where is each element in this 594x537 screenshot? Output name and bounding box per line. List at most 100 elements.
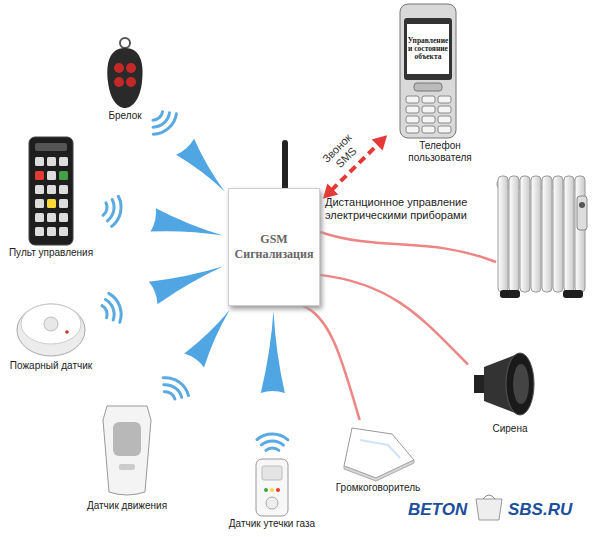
speaker-icon bbox=[330, 420, 426, 482]
remote-icon-part bbox=[59, 185, 68, 194]
phone-icon-part bbox=[438, 116, 451, 123]
fob-icon-part bbox=[126, 63, 136, 73]
remote-icon-part bbox=[59, 199, 68, 208]
fob-icon-part bbox=[114, 63, 124, 73]
radiator-part bbox=[531, 176, 541, 292]
wired-link bbox=[303, 306, 359, 420]
signal-arrow bbox=[151, 208, 224, 235]
wire bbox=[303, 306, 359, 420]
device-label: Сирена bbox=[468, 423, 552, 435]
radio-wave bbox=[164, 392, 175, 399]
loudspeaker: Громкоговоритель bbox=[328, 420, 428, 494]
smoke-icon-part bbox=[44, 317, 58, 331]
device-picture bbox=[96, 36, 154, 110]
remote-icon-part bbox=[35, 143, 67, 151]
gas-icon-part bbox=[266, 497, 278, 509]
phone-icon-part bbox=[404, 18, 452, 80]
smoke-detector: Пожарный датчик bbox=[3, 292, 99, 372]
wire-caption: Дистанционное управление электрическими … bbox=[325, 196, 505, 222]
fob-icon-part bbox=[107, 48, 142, 108]
gsm-alarm-unit: GSM Сигнализация bbox=[228, 188, 320, 306]
speaker-icon-part bbox=[344, 460, 414, 481]
remote-icon-part bbox=[47, 199, 56, 208]
phone-icon-part bbox=[422, 116, 435, 123]
watermark-bag-part bbox=[483, 495, 495, 499]
siren: Сирена bbox=[468, 345, 552, 435]
motion-detector: Датчик движения bbox=[77, 400, 177, 512]
phone-icon-part bbox=[438, 96, 451, 103]
screen-text: Управление и состояние объекта bbox=[407, 25, 449, 73]
remote-icon-part bbox=[35, 157, 44, 166]
signal-arrow bbox=[176, 139, 225, 192]
radiator-part bbox=[563, 290, 583, 298]
signal-arrow bbox=[184, 310, 229, 367]
phone-icon-part bbox=[438, 106, 451, 113]
radio-wave bbox=[261, 441, 283, 445]
watermark-bag bbox=[476, 495, 502, 520]
radio-wave bbox=[112, 196, 121, 226]
remote-icon-part bbox=[47, 227, 56, 236]
phone-icon-part bbox=[438, 126, 451, 133]
motion-icon-part bbox=[113, 422, 141, 456]
remote-icon-part bbox=[35, 171, 44, 180]
wireless-link bbox=[102, 266, 223, 322]
keyfob: Брелок bbox=[96, 36, 154, 122]
device-picture bbox=[3, 135, 99, 247]
device-label: Телефон пользователя bbox=[390, 140, 490, 164]
remote-icon-part bbox=[35, 213, 44, 222]
radiator bbox=[497, 176, 587, 298]
radio-wave bbox=[266, 448, 279, 450]
smoke-icon-part bbox=[17, 304, 85, 356]
device-picture bbox=[468, 345, 552, 423]
gas-icon bbox=[222, 456, 322, 518]
radiator-part bbox=[575, 176, 585, 292]
radio-wave bbox=[153, 114, 176, 135]
siren-icon bbox=[470, 345, 550, 423]
radio-wave bbox=[105, 300, 114, 320]
radiator-part bbox=[564, 176, 574, 292]
speaker-icon-part bbox=[360, 440, 400, 458]
remote-icon-part bbox=[29, 137, 73, 245]
radio-wave bbox=[109, 293, 121, 322]
gas-icon-part bbox=[264, 488, 268, 492]
device-label: Датчик утечки газа bbox=[220, 518, 324, 530]
phone-icon-part bbox=[407, 24, 449, 74]
device-picture bbox=[328, 420, 428, 482]
fob-icon-part bbox=[126, 77, 136, 87]
radio-wave bbox=[102, 306, 107, 318]
watermark-bag-part bbox=[476, 499, 502, 520]
phone-icon-part bbox=[400, 4, 456, 138]
phone-icon-part bbox=[406, 116, 419, 123]
wireless-link bbox=[153, 112, 225, 192]
radiator-part bbox=[520, 176, 530, 292]
device-label: Датчик движения bbox=[77, 500, 177, 512]
radio-wave bbox=[107, 199, 114, 220]
remote-icon-part bbox=[59, 213, 68, 222]
signal-arrow bbox=[261, 311, 285, 393]
gas-icon-part bbox=[262, 466, 282, 480]
wire bbox=[320, 275, 468, 365]
radiator-part bbox=[542, 176, 552, 292]
watermark: SBS.RU bbox=[508, 500, 572, 520]
remote-icon-part bbox=[59, 157, 68, 166]
phone-icon-part bbox=[422, 106, 435, 113]
smoke-icon-part bbox=[65, 330, 69, 334]
watermark: BETON bbox=[408, 500, 467, 520]
remote-icon-part bbox=[47, 157, 56, 166]
device-picture bbox=[3, 292, 99, 360]
wireless-link bbox=[257, 311, 288, 450]
phone-icon-part bbox=[422, 126, 435, 133]
phone-icon-part bbox=[406, 126, 419, 133]
gas-icon-part bbox=[276, 488, 280, 492]
device-label: Пульт управления bbox=[3, 247, 99, 259]
radiator-part bbox=[509, 176, 519, 292]
radio-wave bbox=[103, 203, 107, 216]
user-phone: Управление и состояние объектаТелефон по… bbox=[390, 2, 490, 164]
phone-icon-part bbox=[406, 96, 419, 103]
wireless-link bbox=[163, 310, 229, 399]
signal-arrow bbox=[149, 266, 223, 304]
antenna-part bbox=[282, 140, 288, 192]
phone-icon-part bbox=[406, 106, 419, 113]
remote-icon-part bbox=[35, 227, 44, 236]
remote-icon bbox=[5, 135, 97, 247]
